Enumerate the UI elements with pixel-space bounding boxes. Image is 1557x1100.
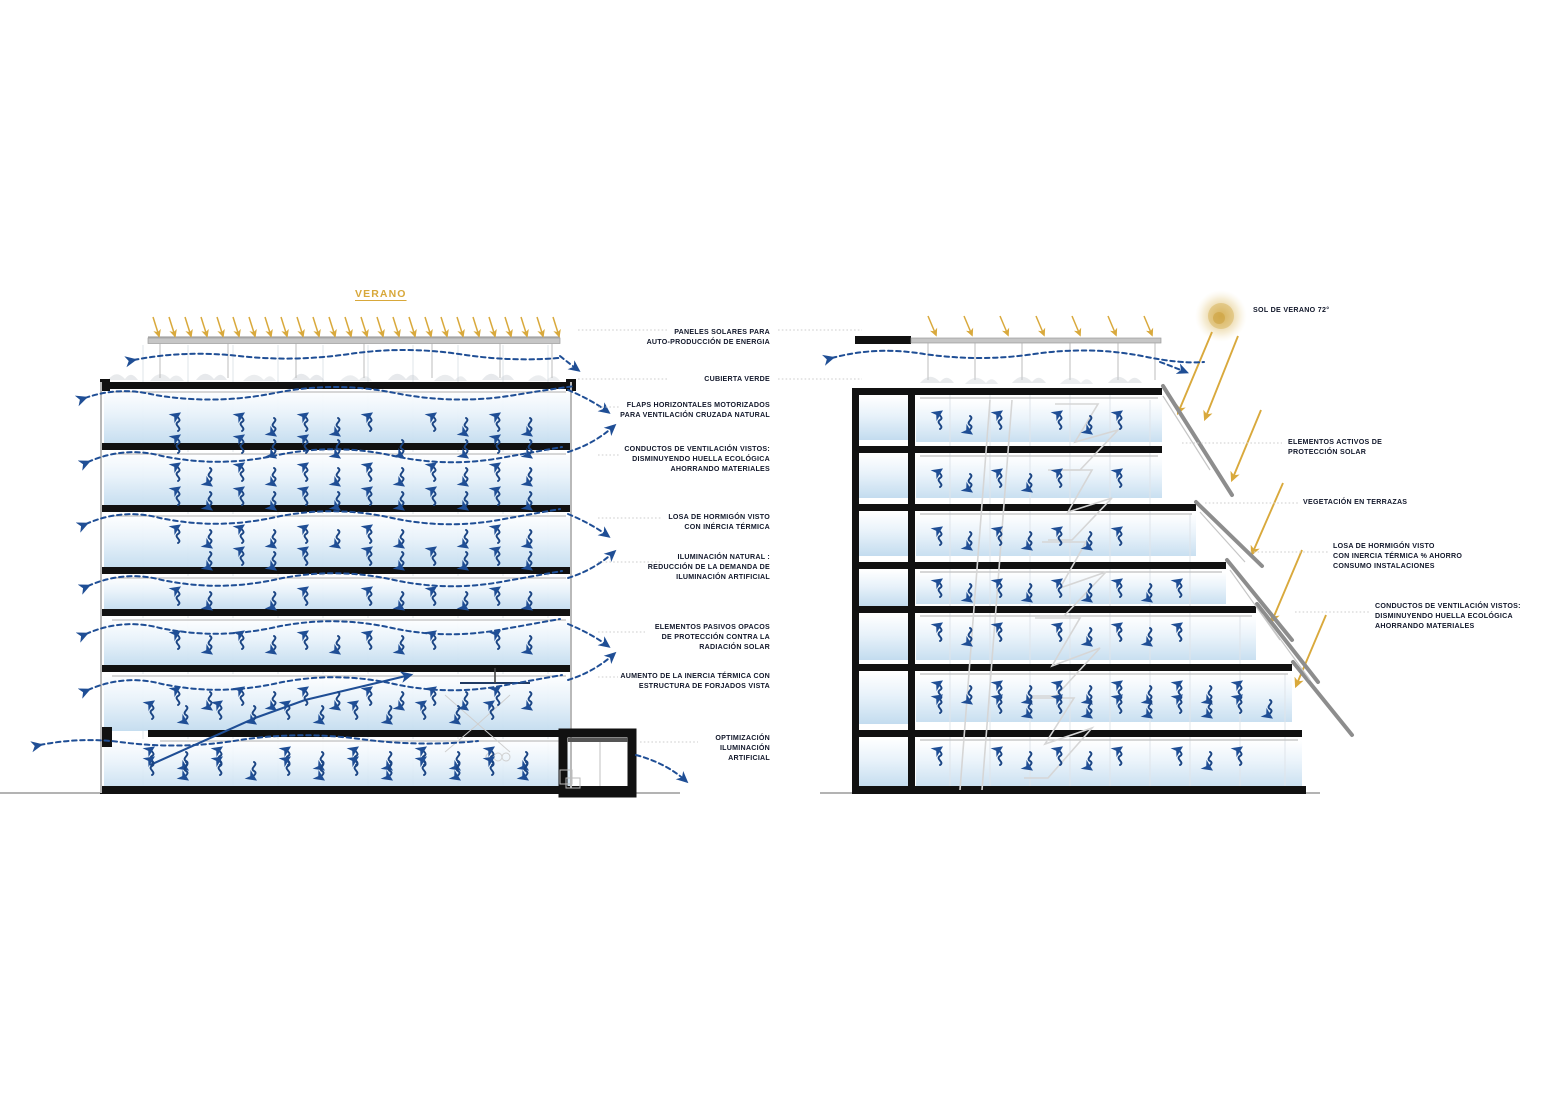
green-roof-vegetation bbox=[108, 374, 560, 381]
solar-panel-deck bbox=[148, 338, 560, 344]
label-vegetacion-terrazas: VEGETACIÓN EN TERRAZAS bbox=[1303, 497, 1503, 507]
roof-slab-left-core bbox=[855, 336, 911, 344]
solar-panel-deck-right bbox=[911, 338, 1161, 343]
left-section bbox=[0, 317, 686, 794]
solar-radiation-arrows bbox=[153, 317, 559, 336]
label-losa-hormigon: LOSA DE HORMIGÓN VISTO CON INÉRCIA TÉRMI… bbox=[600, 512, 770, 532]
season-title: VERANO bbox=[355, 288, 407, 300]
label-flaps-horizontales: FLAPS HORIZONTALES MOTORIZADOS PARA VENT… bbox=[600, 400, 770, 420]
core-wall-left bbox=[852, 388, 859, 794]
glazing-bands-right bbox=[858, 396, 1302, 788]
label-elementos-activos: ELEMENTOS ACTIVOS DE PROTECCIÓN SOLAR bbox=[1288, 437, 1488, 457]
label-sol-de-verano: SOL DE VERANO 72° bbox=[1253, 306, 1329, 314]
label-conductos-ventilacion-derecha: CONDUCTOS DE VENTILACIÓN VISTOS: DISMINU… bbox=[1375, 601, 1557, 631]
label-iluminacion-natural: ILUMINACIÓN NATURAL : REDUCCIÓN DE LA DE… bbox=[600, 552, 770, 582]
right-section bbox=[820, 290, 1352, 794]
solar-radiation-arrows-right bbox=[928, 316, 1152, 335]
label-aumento-inercia: AUMENTO DE LA INERCIA TÉRMICA CON ESTRUC… bbox=[600, 671, 770, 691]
label-optimizacion-iluminacion: OPTIMIZACIÓN ILUMINACIÓN ARTIFICIAL bbox=[600, 733, 770, 763]
green-roof-vegetation-right bbox=[920, 377, 1142, 384]
label-losa-hormigon-derecha: LOSA DE HORMIGÓN VISTO CON INERCIA TÉRMI… bbox=[1333, 541, 1533, 571]
label-elementos-pasivos: ELEMENTOS PASIVOS OPACOS DE PROTECCIÓN C… bbox=[600, 622, 770, 652]
pergola-posts bbox=[160, 343, 552, 378]
label-paneles-solares: PANELES SOLARES PARA AUTO-PRODUCCIÓN DE … bbox=[600, 327, 770, 347]
core-wall-right bbox=[908, 388, 915, 794]
label-conductos-ventilacion: CONDUCTOS DE VENTILACIÓN VISTOS: DISMINU… bbox=[600, 444, 770, 474]
label-cubierta-verde: CUBIERTA VERDE bbox=[600, 374, 770, 384]
cross-ventilation-flows-right bbox=[832, 350, 1204, 372]
